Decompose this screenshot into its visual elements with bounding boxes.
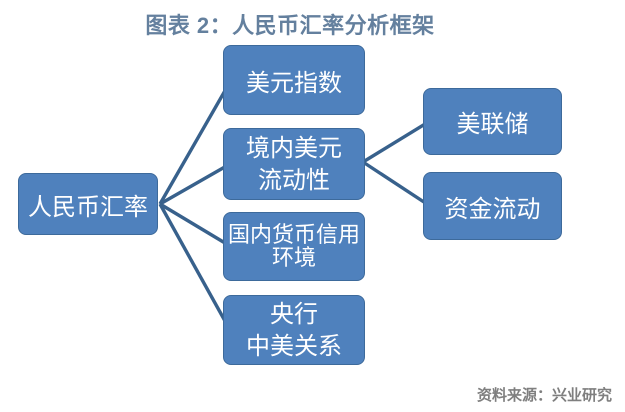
node-domestic-credit-environment: 国内货币信用 环境: [223, 212, 365, 281]
node-pboc-us-china-relations: 央行 中美关系: [223, 295, 365, 365]
node-label-line2: 环境: [271, 245, 316, 271]
node-label: 美元指数: [246, 68, 342, 97]
node-label-line2: 中美关系: [246, 332, 342, 360]
node-label-line2: 流动性: [258, 166, 330, 194]
node-capital-flows: 资金流动: [423, 172, 562, 240]
node-domestic-usd-liquidity: 境内美元 流动性: [223, 128, 365, 200]
node-fed: 美联储: [423, 88, 562, 155]
node-label-line1: 国内货币信用: [227, 222, 360, 248]
node-label: 美联储: [456, 110, 529, 138]
connector-liquidity-to-fed: [362, 119, 431, 164]
node-label-line1: 境内美元: [246, 134, 342, 162]
connector-liquidity-to-capital-flows: [362, 160, 431, 208]
node-rmb-exchange-rate: 人民币汇率: [18, 173, 158, 235]
node-label: 人民币汇率: [28, 192, 148, 221]
node-label-line1: 央行: [270, 300, 318, 328]
source-note: 资料来源：兴业研究: [476, 387, 612, 404]
chart-title: 图表 2：人民币汇率分析框架: [145, 13, 435, 38]
connector-rmb-to-credit-environment: [159, 202, 231, 248]
connector-rmb-to-usd-index: [158, 81, 232, 205]
connector-rmb-to-usd-liquidity: [159, 162, 231, 206]
node-usd-index: 美元指数: [223, 45, 365, 115]
connector-rmb-to-pboc-relations: [158, 203, 232, 331]
node-label: 资金流动: [444, 194, 541, 223]
